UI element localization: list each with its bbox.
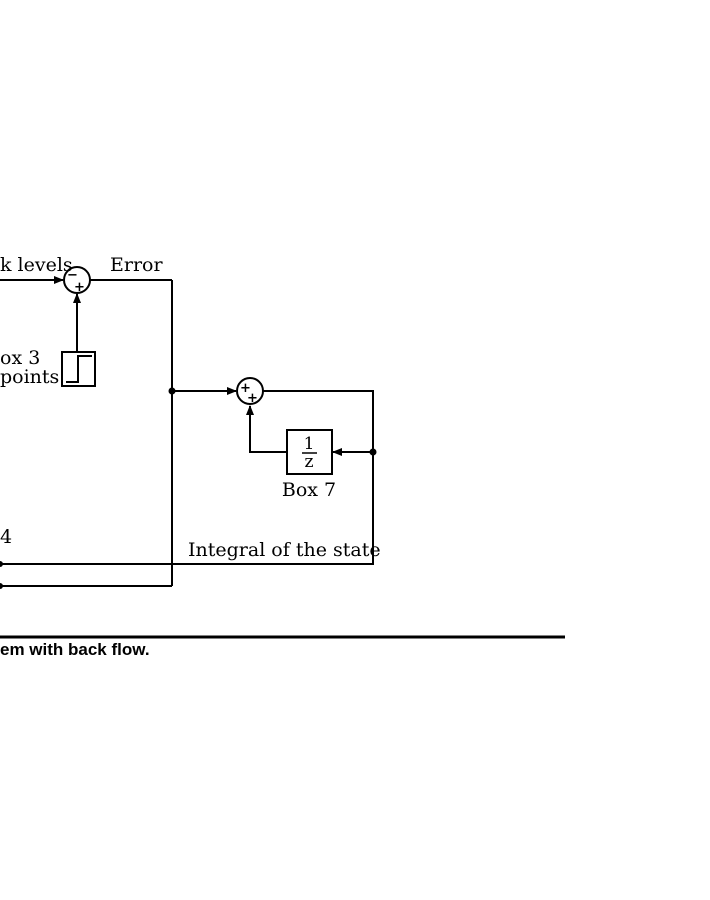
box4-label: 4 (0, 526, 12, 548)
sum2-plus-sign-1: + (240, 381, 251, 396)
box3-label-line1: ox 3 (0, 347, 40, 369)
tank-levels-label: k levels (0, 254, 73, 276)
box7-label: Box 7 (282, 479, 336, 501)
box3-label-line2: points (0, 366, 59, 388)
wire-sum2-out (0, 390, 374, 565)
box7-denominator: z (305, 452, 314, 472)
wire-box7-to-sum2 (246, 405, 287, 453)
integral-label: Integral of the state (188, 539, 381, 561)
box3-step-block (61, 351, 96, 387)
sum1-plus-sign: + (74, 280, 85, 295)
error-label: Error (110, 254, 163, 276)
arrowhead-left-2 (0, 583, 3, 589)
step-icon (66, 355, 92, 383)
box7-numerator: 1 (304, 434, 315, 454)
sum2-plus-sign-2: + (247, 391, 258, 406)
figure-caption: em with back flow. (0, 640, 150, 659)
sum1-minus-sign: − (67, 268, 78, 283)
arrowhead-left-1 (0, 561, 3, 567)
